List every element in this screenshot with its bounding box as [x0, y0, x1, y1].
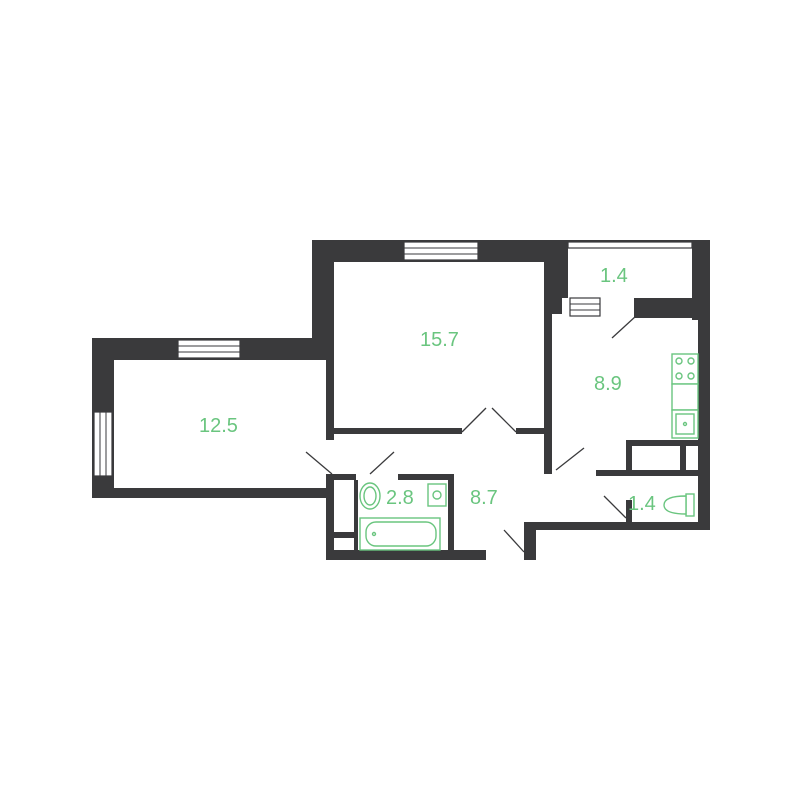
wall-balcony-left	[562, 248, 568, 298]
wall-balcony-bottom	[634, 298, 710, 318]
door-balcony	[611, 315, 637, 339]
bathtub-icon	[359, 517, 441, 551]
wall-bath-left	[326, 474, 334, 560]
wall-center-kitchen-lower	[544, 314, 552, 474]
area-label-kitchen: 8.9	[594, 373, 622, 395]
kitchen-sink-icon	[671, 409, 699, 439]
wall-center-room-left	[312, 240, 334, 360]
door-toilet	[603, 495, 627, 519]
door-center-left	[461, 407, 487, 433]
wall-bath-top-right	[398, 474, 454, 480]
wall-kitchen-right	[698, 318, 710, 530]
doors	[305, 315, 637, 553]
kitchen-counter	[671, 383, 699, 411]
wall-toilet-top	[596, 470, 698, 476]
window-balcony-door	[569, 297, 601, 317]
door-left-room	[305, 451, 333, 475]
wall-toilet-left	[626, 500, 632, 530]
wall-bath-inner	[354, 480, 358, 550]
wall-utility-mid	[680, 446, 686, 476]
wall-left-room-bottom	[92, 488, 332, 498]
wall-bath-closet	[334, 532, 354, 538]
wall-left-room-right	[326, 360, 334, 440]
washbasin-icon	[359, 482, 381, 510]
wall-bottom-step	[524, 522, 536, 560]
door-hall-left	[369, 451, 395, 475]
toilet-icon	[663, 493, 695, 517]
wall-bath-right	[448, 474, 454, 550]
window-left-room-side	[93, 411, 113, 477]
wall-center-room-bottom-right	[516, 428, 550, 434]
fixtures	[359, 353, 699, 551]
stove-icon	[671, 353, 699, 385]
sink-icon	[427, 483, 447, 507]
wall-center-kitchen-divider	[544, 262, 562, 314]
area-labels: 12.5 15.7 1.4 8.9 2.8 8.7 1.4	[199, 265, 656, 515]
wall-utility-top	[626, 440, 698, 446]
door-center-right	[491, 407, 517, 433]
wall-bottom-right	[524, 522, 710, 530]
area-label-bathroom: 2.8	[386, 487, 414, 509]
area-label-balcony: 1.4	[600, 265, 628, 287]
wall-bath-bottom	[326, 550, 486, 560]
area-label-center-room: 15.7	[420, 329, 459, 351]
area-label-hallway: 8.7	[470, 487, 498, 509]
window-balcony	[567, 241, 693, 249]
walls	[92, 240, 710, 560]
door-kitchen	[555, 447, 585, 471]
area-label-left-room: 12.5	[199, 415, 238, 437]
windows	[93, 241, 693, 477]
window-center-room-top	[403, 241, 479, 261]
window-left-room-top	[177, 339, 241, 359]
door-entrance	[503, 529, 525, 553]
wall-bath-top	[326, 474, 356, 480]
wall-utility-left	[626, 440, 632, 476]
area-label-toilet: 1.4	[628, 493, 656, 515]
wall-center-room-bottom-left	[334, 428, 462, 434]
